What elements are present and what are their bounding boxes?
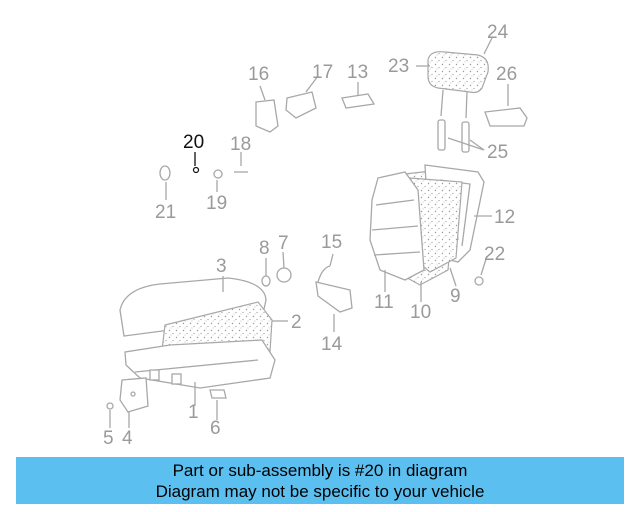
callout-18: 18	[230, 134, 251, 155]
bolt-6-part	[209, 389, 227, 399]
bracket-part	[484, 107, 528, 127]
callout-4: 4	[122, 428, 133, 449]
callout-6: 6	[210, 418, 221, 439]
cap-21-part	[159, 165, 171, 181]
callout-21: 21	[155, 202, 176, 223]
seat-cushion-part	[119, 277, 276, 389]
grommet-8-part	[261, 275, 271, 287]
callout-12: 12	[494, 207, 515, 228]
callout-10: 10	[410, 302, 431, 323]
trim-panel-part	[119, 377, 149, 413]
callout-9: 9	[450, 286, 461, 307]
cover-13-part	[341, 93, 376, 109]
callout-17: 17	[312, 62, 333, 83]
lever-14-part	[315, 281, 353, 313]
nut-19-part	[213, 169, 223, 179]
small-parts	[106, 91, 484, 410]
cover-16-part	[255, 99, 279, 133]
callout-25: 25	[487, 142, 508, 163]
callout-15: 15	[321, 232, 342, 253]
callout-13: 13	[347, 62, 368, 83]
callout-19: 19	[206, 193, 227, 214]
bolt-22-part	[474, 276, 484, 286]
callout-14: 14	[321, 334, 343, 355]
cable-15-part	[317, 265, 331, 283]
headrest-guide-part	[437, 119, 470, 153]
callout-24: 24	[487, 22, 509, 43]
callout-20: 20	[183, 132, 204, 153]
callout-5: 5	[103, 428, 114, 449]
highlighted-part-20	[192, 152, 200, 174]
banner-line-1: Part or sub-assembly is #20 in diagram	[172, 461, 468, 480]
headrest-part	[427, 51, 489, 119]
leader-lines	[109, 37, 509, 428]
callout-labels: 1 2 3 4 5 6 7 8 9 10 11 12 13 14 15 16 1…	[103, 22, 517, 449]
callout-22: 22	[484, 244, 505, 265]
callout-11: 11	[374, 292, 394, 313]
clip-5-part	[106, 402, 114, 410]
callout-8: 8	[259, 238, 270, 259]
callout-1: 1	[188, 402, 199, 423]
callout-7: 7	[278, 233, 289, 254]
info-banner: Part or sub-assembly is #20 in diagram D…	[16, 457, 624, 504]
callout-3: 3	[216, 256, 227, 277]
callout-16: 16	[248, 64, 269, 85]
callout-26: 26	[496, 64, 517, 85]
knob-7-part	[276, 267, 292, 283]
callout-2: 2	[291, 312, 302, 333]
callout-23: 23	[388, 56, 409, 77]
banner-line-2: Diagram may not be specific to your vehi…	[155, 482, 485, 501]
seat-back-cushion-part	[369, 171, 425, 281]
holder-17-part	[285, 91, 317, 119]
